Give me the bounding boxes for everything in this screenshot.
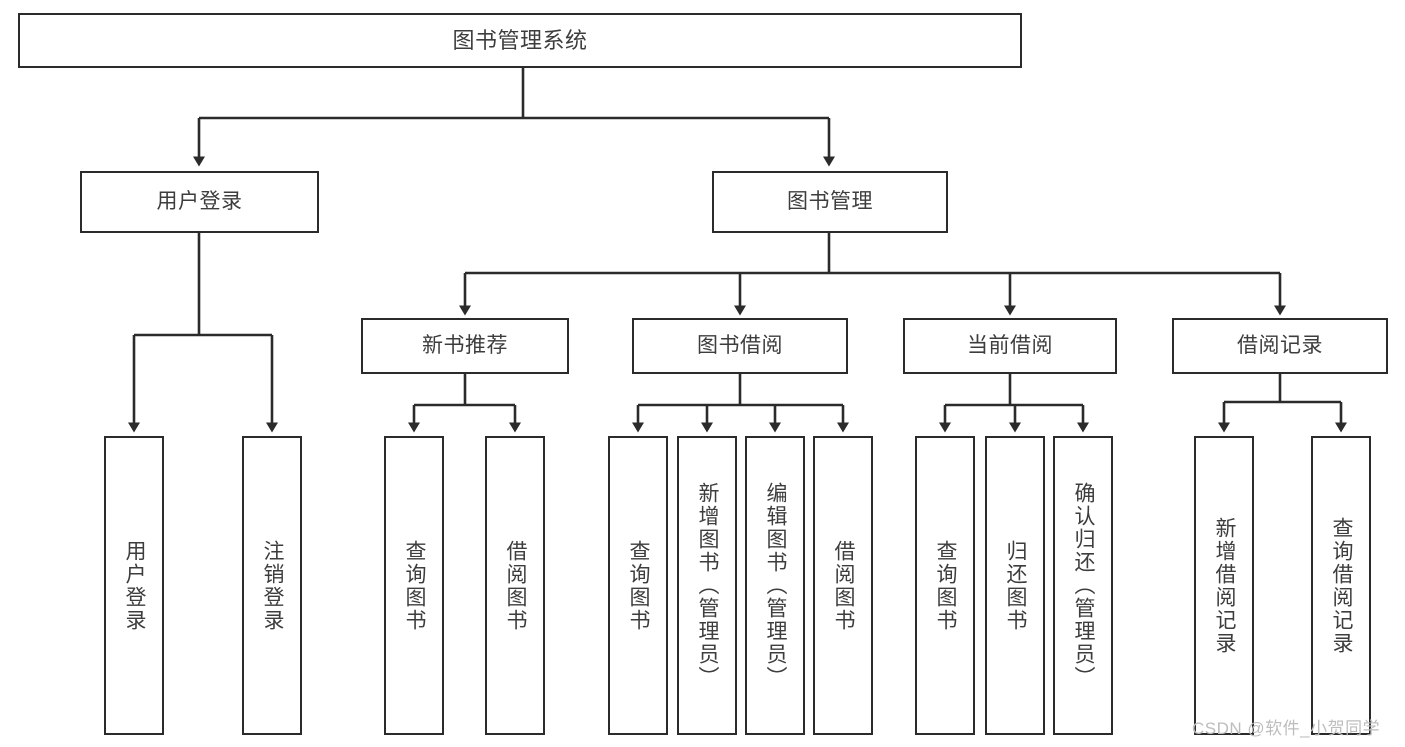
node-leaf-add-book-label: 新增图书（管理员） xyxy=(696,482,720,689)
node-leaf-edit-book[interactable]: 编辑图书（管理员） xyxy=(745,436,805,735)
node-leaf-add-record-label: 新增借阅记录 xyxy=(1213,516,1237,655)
node-leaf-borrow-book-2-label: 借阅图书 xyxy=(832,539,856,632)
node-leaf-confirm-return[interactable]: 确认归还（管理员） xyxy=(1053,436,1113,735)
node-leaf-query-book-1[interactable]: 查询图书 xyxy=(384,436,444,735)
node-user-login-label: 用户登录 xyxy=(156,189,243,213)
node-book-borrow-label: 图书借阅 xyxy=(697,333,783,357)
node-borrow-record-label: 借阅记录 xyxy=(1237,333,1323,357)
node-root-label: 图书管理系统 xyxy=(452,27,588,53)
node-leaf-logout-login[interactable]: 注销登录 xyxy=(242,436,302,735)
node-leaf-query-book-2-label: 查询图书 xyxy=(627,539,651,632)
node-new-book-recommend-label: 新书推荐 xyxy=(422,333,508,357)
node-leaf-query-record[interactable]: 查询借阅记录 xyxy=(1311,436,1371,735)
node-leaf-edit-book-label: 编辑图书（管理员） xyxy=(764,482,788,689)
node-leaf-user-login[interactable]: 用户登录 xyxy=(104,436,164,735)
node-user-login[interactable]: 用户登录 xyxy=(80,171,319,233)
node-leaf-add-record[interactable]: 新增借阅记录 xyxy=(1194,436,1254,735)
node-leaf-confirm-return-label: 确认归还（管理员） xyxy=(1072,482,1096,689)
node-leaf-user-login-label: 用户登录 xyxy=(123,539,147,632)
node-leaf-add-book[interactable]: 新增图书（管理员） xyxy=(677,436,737,735)
node-new-book-recommend[interactable]: 新书推荐 xyxy=(361,318,569,374)
node-leaf-query-book-1-label: 查询图书 xyxy=(403,539,427,632)
node-leaf-borrow-book-1-label: 借阅图书 xyxy=(504,539,528,632)
node-leaf-borrow-book-2[interactable]: 借阅图书 xyxy=(813,436,873,735)
node-leaf-query-book-3-label: 查询图书 xyxy=(934,539,958,632)
node-book-borrow[interactable]: 图书借阅 xyxy=(632,318,848,374)
node-borrow-record[interactable]: 借阅记录 xyxy=(1172,318,1388,374)
node-leaf-return-book[interactable]: 归还图书 xyxy=(985,436,1045,735)
node-book-manage[interactable]: 图书管理 xyxy=(712,171,948,233)
node-leaf-query-book-2[interactable]: 查询图书 xyxy=(608,436,668,735)
node-leaf-query-book-3[interactable]: 查询图书 xyxy=(915,436,975,735)
node-current-borrow[interactable]: 当前借阅 xyxy=(903,318,1117,374)
node-leaf-borrow-book-1[interactable]: 借阅图书 xyxy=(485,436,545,735)
node-root[interactable]: 图书管理系统 xyxy=(18,13,1022,68)
node-leaf-query-record-label: 查询借阅记录 xyxy=(1330,516,1354,655)
node-leaf-return-book-label: 归还图书 xyxy=(1004,539,1028,632)
node-leaf-logout-login-label: 注销登录 xyxy=(261,539,285,632)
node-book-manage-label: 图书管理 xyxy=(787,189,873,213)
node-current-borrow-label: 当前借阅 xyxy=(967,333,1053,357)
